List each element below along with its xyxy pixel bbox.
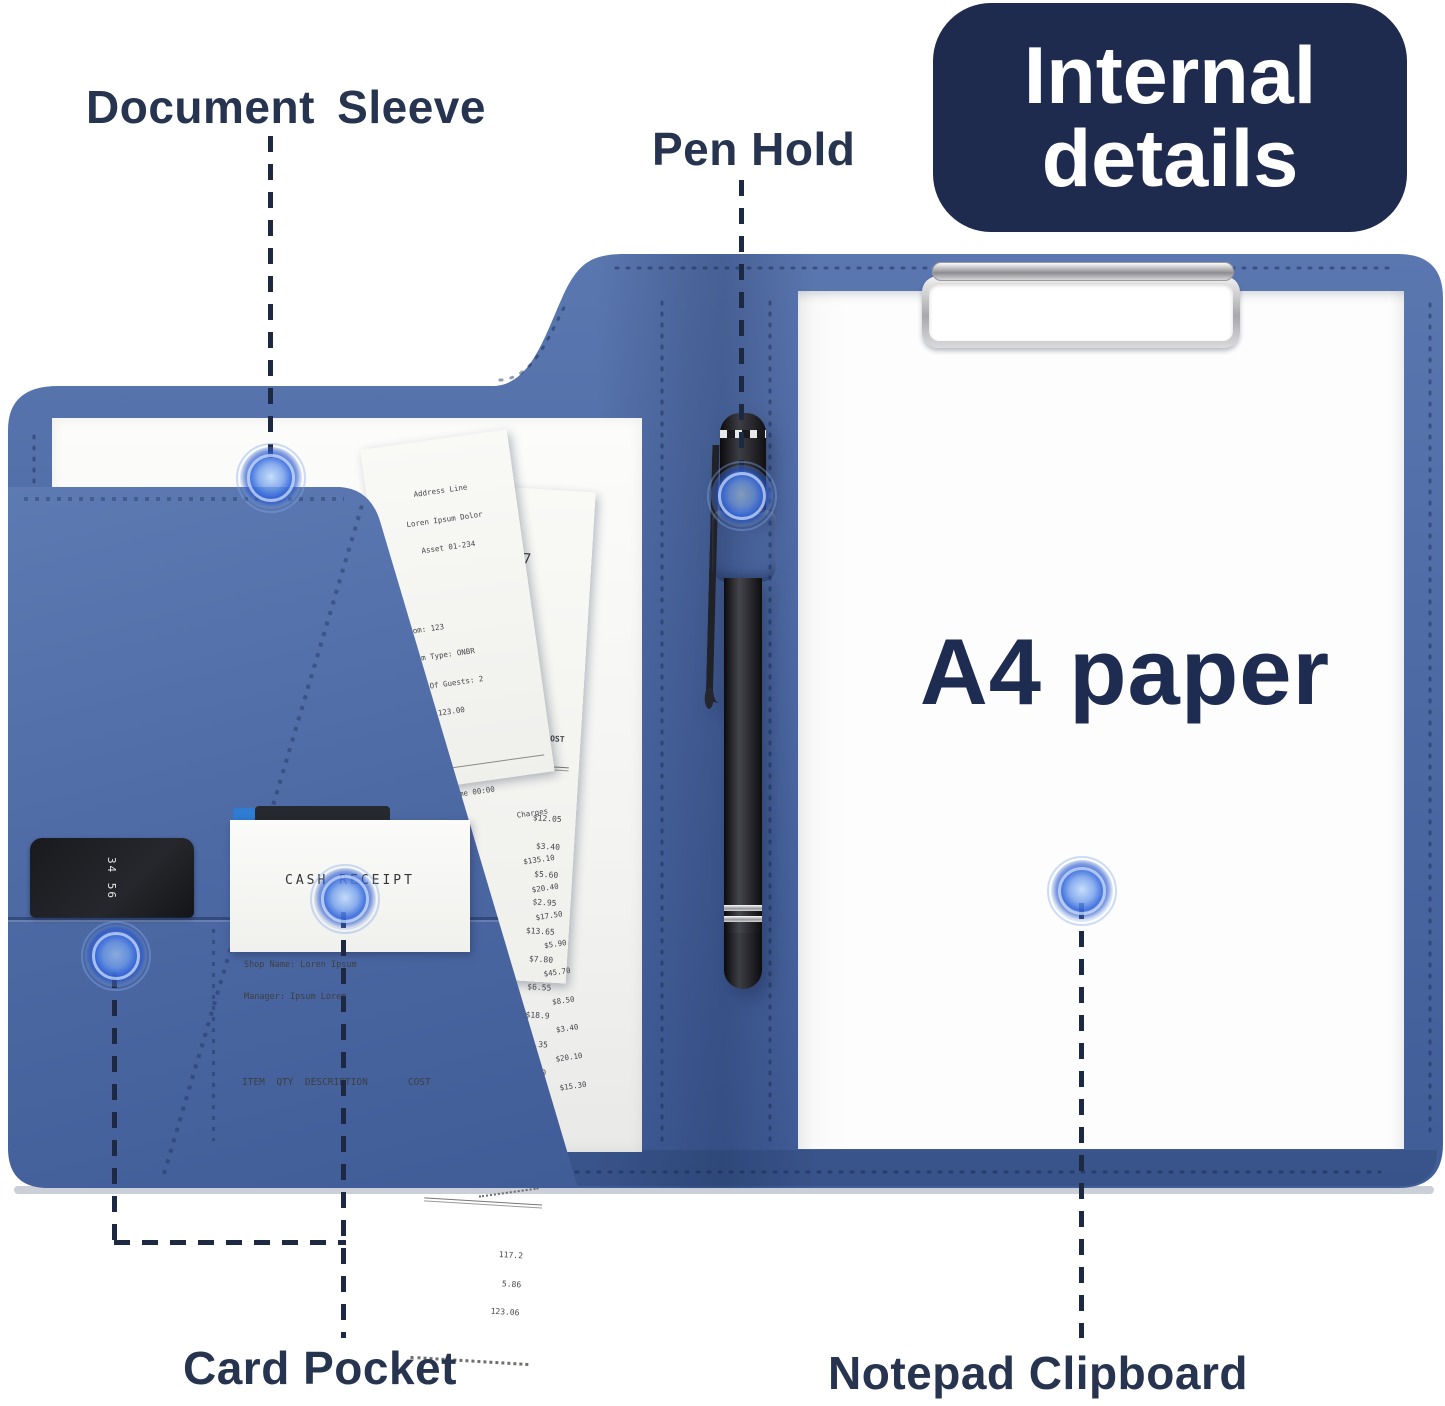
credit-card: 34 56 bbox=[30, 838, 194, 918]
hotspot-card-pocket bbox=[81, 921, 151, 991]
leader-card-pocket-joint bbox=[114, 1240, 346, 1245]
cash-receipt-lines: Shop Name: Loren Ipsum Manager: Ipsum Lo… bbox=[244, 960, 357, 1003]
badge-line1: Internal bbox=[1023, 30, 1317, 121]
hotspot-cash-receipt bbox=[310, 864, 380, 934]
leader-document-sleeve bbox=[268, 136, 273, 458]
pen-tip bbox=[724, 933, 762, 989]
leader-card-pocket-left bbox=[112, 972, 117, 1245]
a4-paper-sheet bbox=[798, 291, 1404, 1149]
a4-paper-label: A4 paper bbox=[919, 619, 1331, 724]
label-pen-hold: Pen Hold bbox=[652, 123, 856, 175]
flap-top-stitch bbox=[24, 497, 344, 501]
internal-details-badge: Internal details bbox=[933, 3, 1407, 232]
card-number: 34 56 bbox=[105, 856, 119, 900]
label-card-pocket: Card Pocket bbox=[183, 1342, 457, 1394]
hotspot-a4-paper bbox=[1047, 856, 1117, 926]
clipboard-clip bbox=[920, 262, 1245, 350]
badge-line2: details bbox=[1041, 113, 1299, 204]
leader-pen-hold bbox=[739, 180, 744, 478]
leader-notepad-clipboard bbox=[1079, 903, 1084, 1338]
cash-receipt-columns: ITEM QTY DESCRIPTION COST bbox=[242, 1077, 431, 1088]
leader-card-pocket-main bbox=[341, 912, 346, 1338]
label-notepad-clipboard: Notepad Clipboard bbox=[828, 1347, 1248, 1399]
receipt-totals: 117.2 5.86 123.06 bbox=[490, 1249, 524, 1318]
label-document-sleeve: Document Sleeve bbox=[86, 81, 486, 133]
card-slot-divider-stitch bbox=[212, 929, 215, 1141]
pen-body bbox=[724, 578, 762, 933]
hotspot-document-sleeve bbox=[236, 443, 306, 513]
hotspot-pen-hold bbox=[707, 461, 777, 531]
